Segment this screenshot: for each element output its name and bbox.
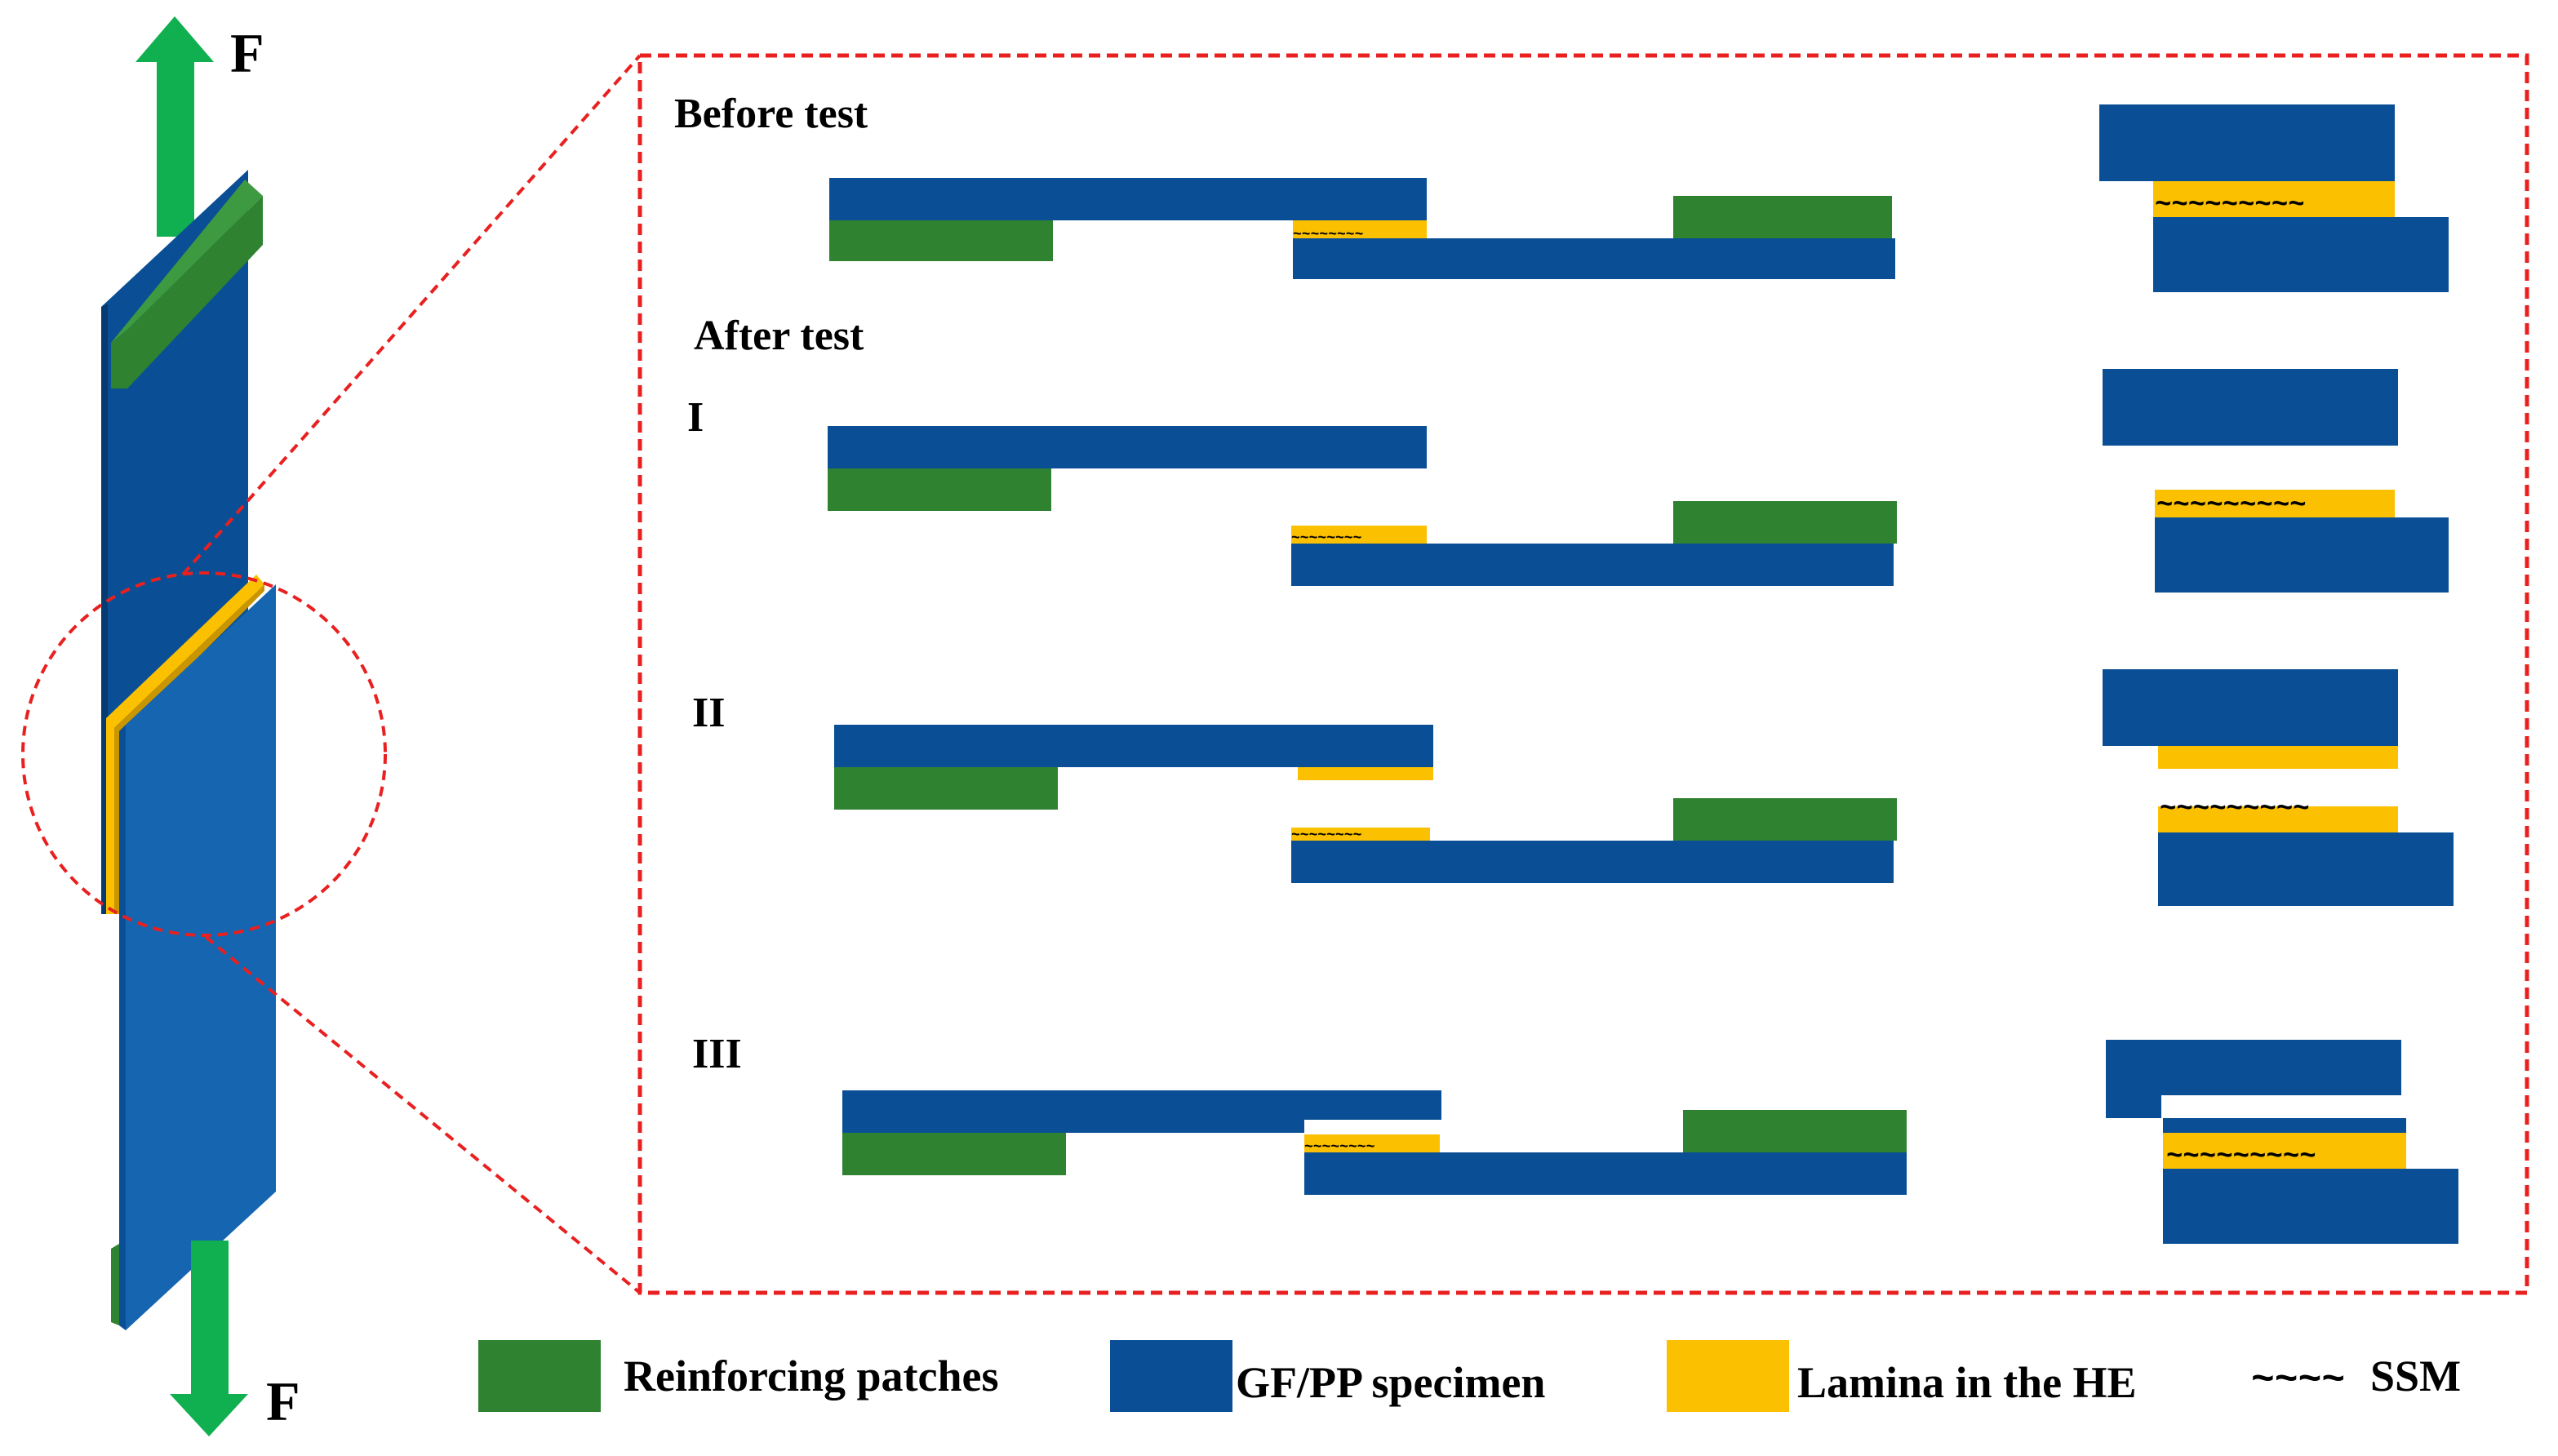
zoom-lower-adherend xyxy=(2153,217,2449,292)
zoom-ssm-wave: ~~~~~~~~~ xyxy=(2166,1142,2316,1173)
case-1-diagram: ~~~~~~~~ xyxy=(828,426,1897,586)
upper-adherend xyxy=(834,725,1433,767)
case-1-label: I xyxy=(687,394,704,441)
overlap-highlight-circle xyxy=(21,571,387,937)
reinforcing-patch-right xyxy=(1673,196,1892,238)
ssm-wave: ~~~~~~~~ xyxy=(1304,1139,1374,1156)
zoom-lower-adherend xyxy=(2163,1169,2458,1244)
zoom-lamina xyxy=(2163,1133,2406,1169)
zoom-lower-adherend xyxy=(2158,832,2454,906)
legend-label-lamina: Lamina in the HE xyxy=(1797,1358,2137,1407)
case-2-zoom: ~~~~~~~~~ xyxy=(2103,669,2454,906)
case-2-label: II xyxy=(692,690,725,736)
legend: Reinforcing patches GF/PP specimen Lamin… xyxy=(478,1340,2461,1412)
zoom-upper-adherend xyxy=(2106,1040,2401,1118)
upper-reinforcing-patch xyxy=(111,196,263,388)
upper-patch-top xyxy=(111,180,263,343)
legend-swatch-lamina xyxy=(1667,1340,1789,1412)
upper-adherend-residue xyxy=(1304,1120,1441,1134)
zoom-line-upper xyxy=(181,54,642,576)
zoom-upper-adherend xyxy=(2103,369,2398,446)
case-3-label: III xyxy=(692,1031,742,1077)
zoom-ssm-wave: ~~~~~~~~~ xyxy=(2160,794,2310,825)
lamina xyxy=(1293,220,1427,238)
legend-label-specimen: GF/PP specimen xyxy=(1236,1358,1545,1407)
lower-adherend xyxy=(126,584,276,1330)
lower-adherend-side xyxy=(119,725,126,1330)
after-test-label: After test xyxy=(694,313,864,359)
zoom-lamina xyxy=(2153,181,2395,217)
case-2-diagram: ~~~~~~~~ xyxy=(834,725,1897,883)
ssm-wave: ~~~~~~~~ xyxy=(1291,530,1361,547)
before-test-label: Before test xyxy=(674,91,868,137)
lamina-upper xyxy=(1298,767,1433,780)
lower-adherend xyxy=(1304,1152,1907,1195)
zoom-lamina xyxy=(2155,490,2395,517)
reinforcing-patch-left xyxy=(829,220,1053,261)
reinforcing-patch-right xyxy=(1673,501,1897,544)
before-test-zoom: ~~~~~~~~~ xyxy=(2099,104,2449,292)
reinforcing-patch-left xyxy=(842,1133,1066,1175)
zoom-upper-adherend xyxy=(2103,669,2398,746)
legend-swatch-patches xyxy=(478,1340,601,1412)
lower-adherend xyxy=(1293,238,1895,279)
zoom-ssm-wave: ~~~~~~~~~ xyxy=(2155,190,2305,221)
legend-label-ssm: SSM xyxy=(2370,1352,2461,1401)
lamina xyxy=(1291,526,1427,544)
reinforcing-patch-left xyxy=(834,767,1058,810)
reinforcing-patch-right xyxy=(1683,1110,1907,1152)
lower-reinforcing-patch xyxy=(111,1244,119,1325)
zoom-ssm-wave: ~~~~~~~~~ xyxy=(2156,491,2307,522)
case-3-diagram: ~~~~~~~~ xyxy=(842,1090,1907,1195)
before-test-diagram: ~~~~~~~~ xyxy=(829,178,1895,279)
reinforcing-patch-right xyxy=(1673,798,1897,841)
force-arrow-up-icon xyxy=(135,16,214,237)
specimen-3d-view: F F xyxy=(21,16,387,1436)
zoom-line-lower xyxy=(204,935,642,1294)
force-arrow-down-icon xyxy=(170,1241,248,1436)
zoom-lamina-upper xyxy=(2158,746,2398,769)
legend-label-patches: Reinforcing patches xyxy=(624,1352,998,1401)
force-label-top: F xyxy=(230,22,264,84)
case-3-zoom: ~~~~~~~~~ xyxy=(2106,1040,2458,1244)
case-1-zoom: ~~~~~~~~~ xyxy=(2103,369,2449,593)
upper-adherend xyxy=(829,178,1427,220)
legend-swatch-specimen xyxy=(1110,1340,1232,1412)
reinforcing-patch-left xyxy=(828,468,1051,511)
lower-adherend xyxy=(1291,544,1894,586)
zoom-lamina-lower xyxy=(2158,806,2398,832)
zoom-lower-adherend xyxy=(2155,517,2449,593)
zoom-residue-layer xyxy=(2163,1118,2406,1133)
lamina xyxy=(1304,1134,1440,1152)
ssm-wave: ~~~~~~~~ xyxy=(1291,828,1361,844)
lamina-lower xyxy=(1291,828,1430,841)
lower-adherend xyxy=(1291,841,1894,883)
zoom-upper-adherend xyxy=(2099,104,2395,181)
force-label-bottom: F xyxy=(266,1370,300,1432)
detail-frame xyxy=(637,53,2529,1295)
legend-ssm-symbol: ~~~~ xyxy=(2251,1359,2345,1403)
upper-adherend xyxy=(828,426,1427,468)
